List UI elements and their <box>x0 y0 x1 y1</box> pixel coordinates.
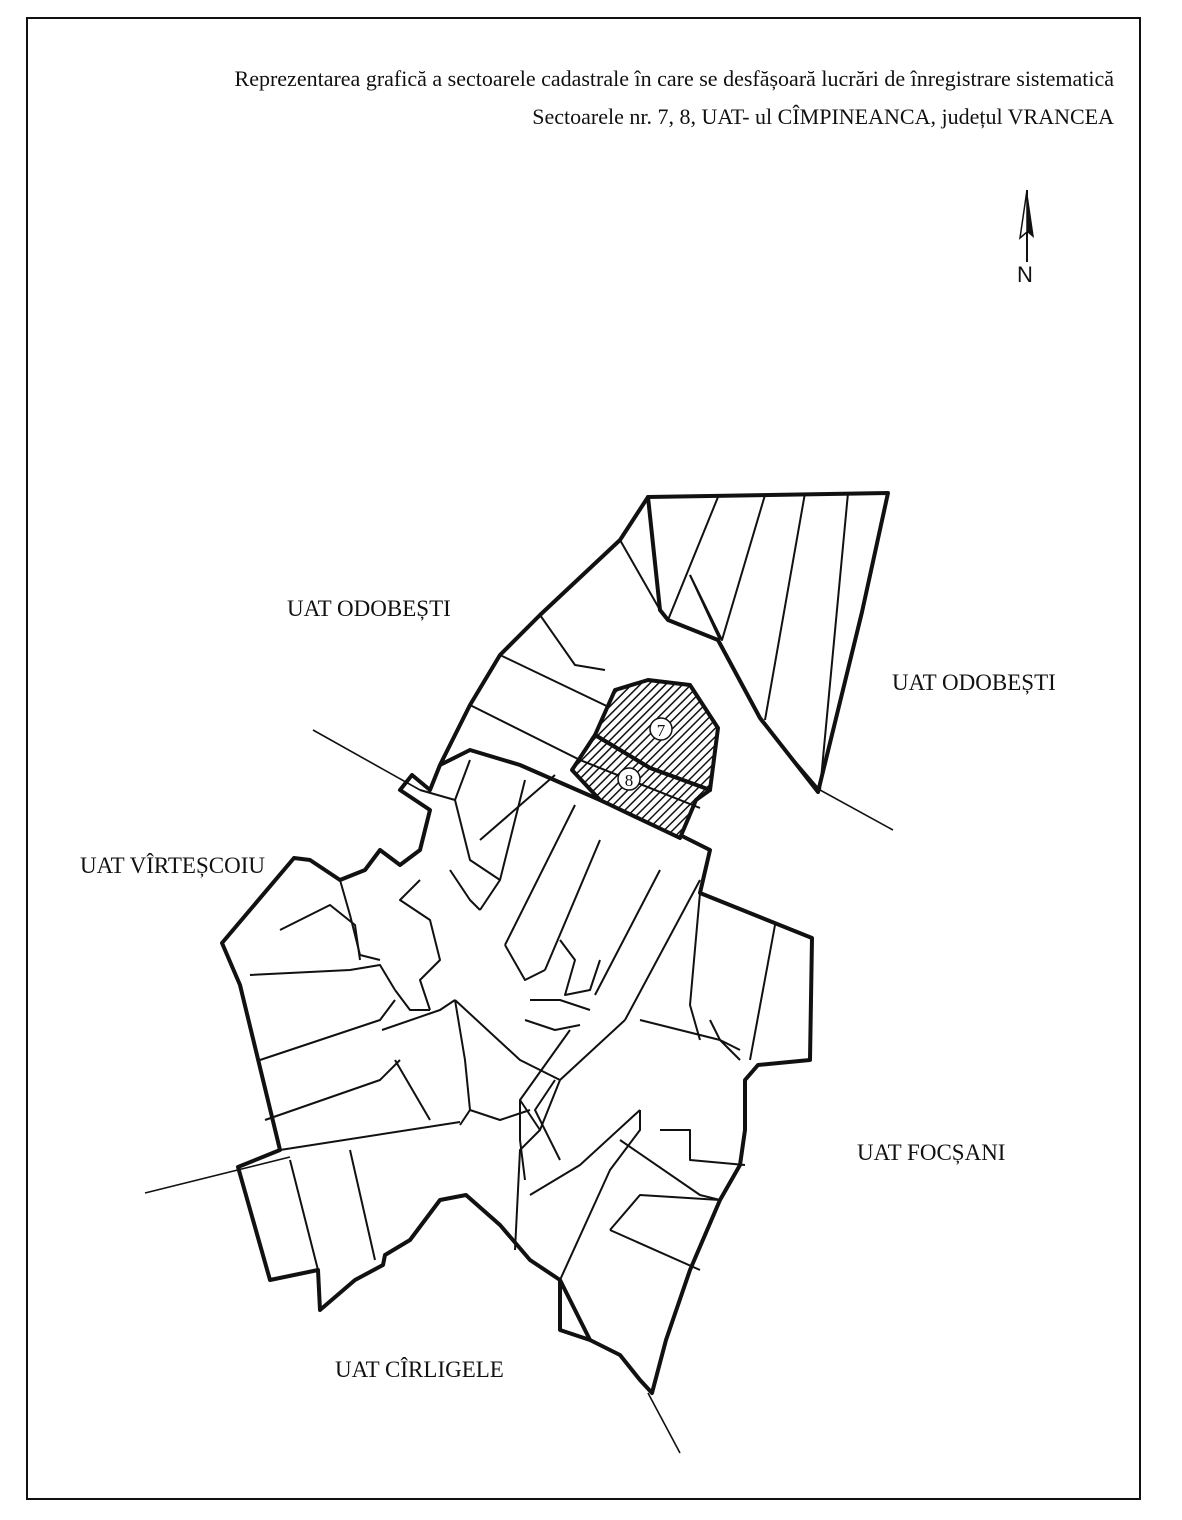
sector-7-marker <box>649 717 673 741</box>
label-uat-cirligele: UAT CÎRLIGELE <box>335 1357 504 1382</box>
north-label: N <box>1017 262 1033 287</box>
sector-8-area <box>570 733 712 840</box>
north-arrow-icon: N <box>1017 189 1034 287</box>
label-uat-focsani: UAT FOCȘANI <box>857 1140 1006 1165</box>
sector-8-marker <box>617 767 641 791</box>
uat-boundary <box>220 491 890 1395</box>
map-title-line2: Sectoarele nr. 7, 8, UAT- ul CÎMPINEANCA… <box>532 104 1114 129</box>
map-frame <box>26 17 1141 1500</box>
sectors-highlighted[interactable]: 7 8 <box>570 678 720 840</box>
label-uat-virtescoiu: UAT VÎRTEȘCOIU <box>80 853 265 878</box>
sector-8-number: 8 <box>625 771 634 790</box>
reference-lines <box>144 719 894 1454</box>
map-title-line1: Reprezentarea grafică a sectoarele cadas… <box>234 66 1114 91</box>
parcel-lines <box>249 492 849 1281</box>
sector-7-number: 7 <box>657 721 666 740</box>
label-uat-odobesti-west: UAT ODOBEȘTI <box>287 596 451 621</box>
label-uat-odobesti-east: UAT ODOBEȘTI <box>892 670 1056 695</box>
